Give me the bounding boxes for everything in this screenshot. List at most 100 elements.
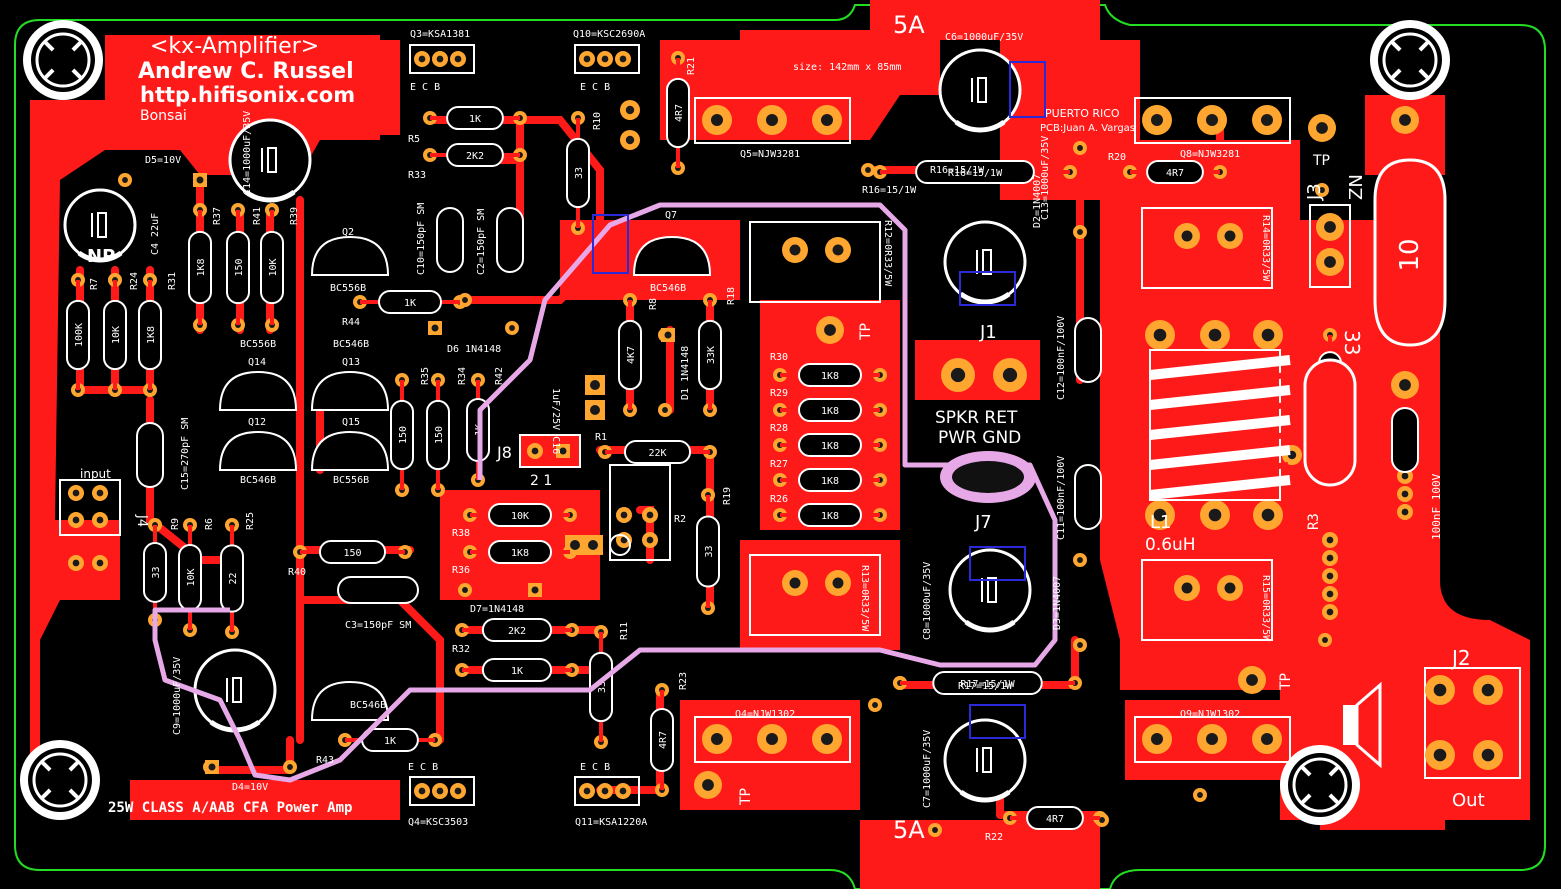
r16-ref: R16=15/1W [862, 185, 917, 196]
title-text: <kx-Amplifier> [150, 34, 319, 59]
resistor-body [260, 230, 284, 305]
size-text: size: 142mm x 85mm [793, 62, 901, 73]
r10-label: R10 [592, 112, 603, 130]
c8-label: C8=1000uF/35V [922, 562, 933, 640]
footer-text: 25W CLASS A/AAB CFA Power Amp [108, 800, 352, 816]
power-pad-hole [1206, 114, 1218, 126]
r12-label: R12=0R33/5W [882, 220, 893, 287]
credit-text-2: PCB:Juan A. Vargas [1040, 123, 1135, 134]
q2-ref: Q2 [342, 227, 354, 238]
q11-pins: E C B [580, 762, 610, 773]
q13-ref: Q13 [342, 357, 360, 368]
resistor-body [650, 708, 674, 772]
pad-hole [832, 577, 844, 589]
r-ten-label: 10 [1395, 238, 1425, 271]
resistor-value: 4R7 [658, 731, 669, 749]
pad-hole [1399, 114, 1411, 126]
resistor-value: 10K [268, 258, 279, 276]
mounting-hole-spoke [1300, 793, 1312, 805]
capacitor-plate [267, 147, 277, 173]
pad-hole [462, 297, 468, 303]
transistor-outline [409, 776, 475, 806]
resistor-value: 150 [343, 548, 361, 559]
pad-hole [96, 489, 104, 497]
pad-hole [865, 167, 871, 173]
spkr-ret-hole [952, 461, 1024, 493]
r28-ref: R28 [770, 423, 788, 434]
transistor-outline [574, 44, 640, 74]
pad-hole [625, 135, 635, 145]
pad-hole [1181, 582, 1193, 594]
r35-label: R35 [420, 367, 431, 385]
pad-hole [619, 787, 627, 795]
pad-hole [1261, 328, 1275, 342]
film-capacitor [436, 207, 464, 273]
resistor-body [798, 433, 862, 457]
mounting-hole-spoke [71, 40, 83, 52]
power-transistors [694, 97, 1521, 779]
r40-ref: R40 [288, 567, 306, 578]
credit-text-1: PUERTO RICO [1045, 107, 1120, 120]
small-transistor-body [310, 680, 390, 721]
resistor-value: 1K8 [511, 548, 529, 559]
resistor-33-big [1303, 358, 1357, 487]
power-pad-hole [1206, 733, 1218, 745]
pad-hole [1433, 683, 1447, 697]
q8-label: Q8=NJW3281 [1180, 149, 1240, 160]
resistor-body [426, 399, 450, 471]
r44-ref: R44 [342, 317, 360, 328]
capacitor-polarity-band [964, 619, 1016, 633]
q10-label: Q10=KSC2690A [573, 29, 645, 40]
r3-big-value: 33 [1340, 330, 1364, 355]
resistor-body [226, 230, 250, 305]
capacitor-polarity-band [959, 789, 1011, 803]
c3-label: C3=150pF SM [345, 620, 411, 631]
j1-label: J1 [979, 322, 997, 343]
resistor-value: 1K8 [821, 406, 839, 417]
pad-hole [559, 447, 567, 455]
pad-hole [601, 55, 609, 63]
resistor-body [66, 299, 90, 371]
q10-pins: E C B [580, 82, 610, 93]
mounting-hole-spoke [43, 68, 55, 80]
resistor-value: 150 [398, 426, 409, 444]
resistor-value: 2K2 [508, 626, 526, 637]
capacitor-body [193, 648, 277, 732]
pad-hole [122, 177, 128, 183]
power-resistor-outline [1141, 207, 1273, 289]
film-capacitor [337, 576, 419, 604]
mounting-hole-inner [1292, 757, 1348, 813]
pad-hole [208, 763, 216, 771]
resistor-body [220, 544, 244, 613]
mounting-hole-spoke [43, 40, 55, 52]
mounting-hole-spoke [1390, 68, 1402, 80]
resistor-value: 33 [151, 566, 162, 578]
power-pad-hole [1261, 733, 1273, 745]
capacitor-plate [232, 677, 242, 703]
mounting-hole-spoke [40, 760, 52, 772]
resistor-body [932, 671, 1043, 695]
resistor-body [103, 299, 127, 371]
pad-hole [1077, 557, 1083, 563]
power-pad-hole [1151, 114, 1163, 126]
board-outline [14, 4, 1546, 889]
small-transistor-body [218, 370, 298, 411]
capacitor-body [948, 548, 1032, 632]
tp-label-2: TP [858, 323, 874, 341]
pad-hole [789, 577, 801, 589]
pad-hole [872, 702, 878, 708]
resistor-body [698, 319, 722, 391]
c11-label: C11=100nF/100V [1056, 456, 1067, 540]
r8-label: R8 [648, 298, 659, 310]
capacitor-body [943, 718, 1027, 802]
pad-hole [1326, 608, 1334, 616]
r15-label: R15=0R33/5W [1260, 575, 1271, 642]
pad-hole [1077, 642, 1083, 648]
transistor-outline [574, 776, 640, 806]
zn-label: ZN [1346, 174, 1367, 200]
r16-label: R16=15/1W [930, 165, 985, 176]
q-bottom-type: BC546B [350, 700, 386, 711]
q14-ref: Q14 [248, 357, 266, 368]
mounting-hole-spoke [1418, 40, 1430, 52]
